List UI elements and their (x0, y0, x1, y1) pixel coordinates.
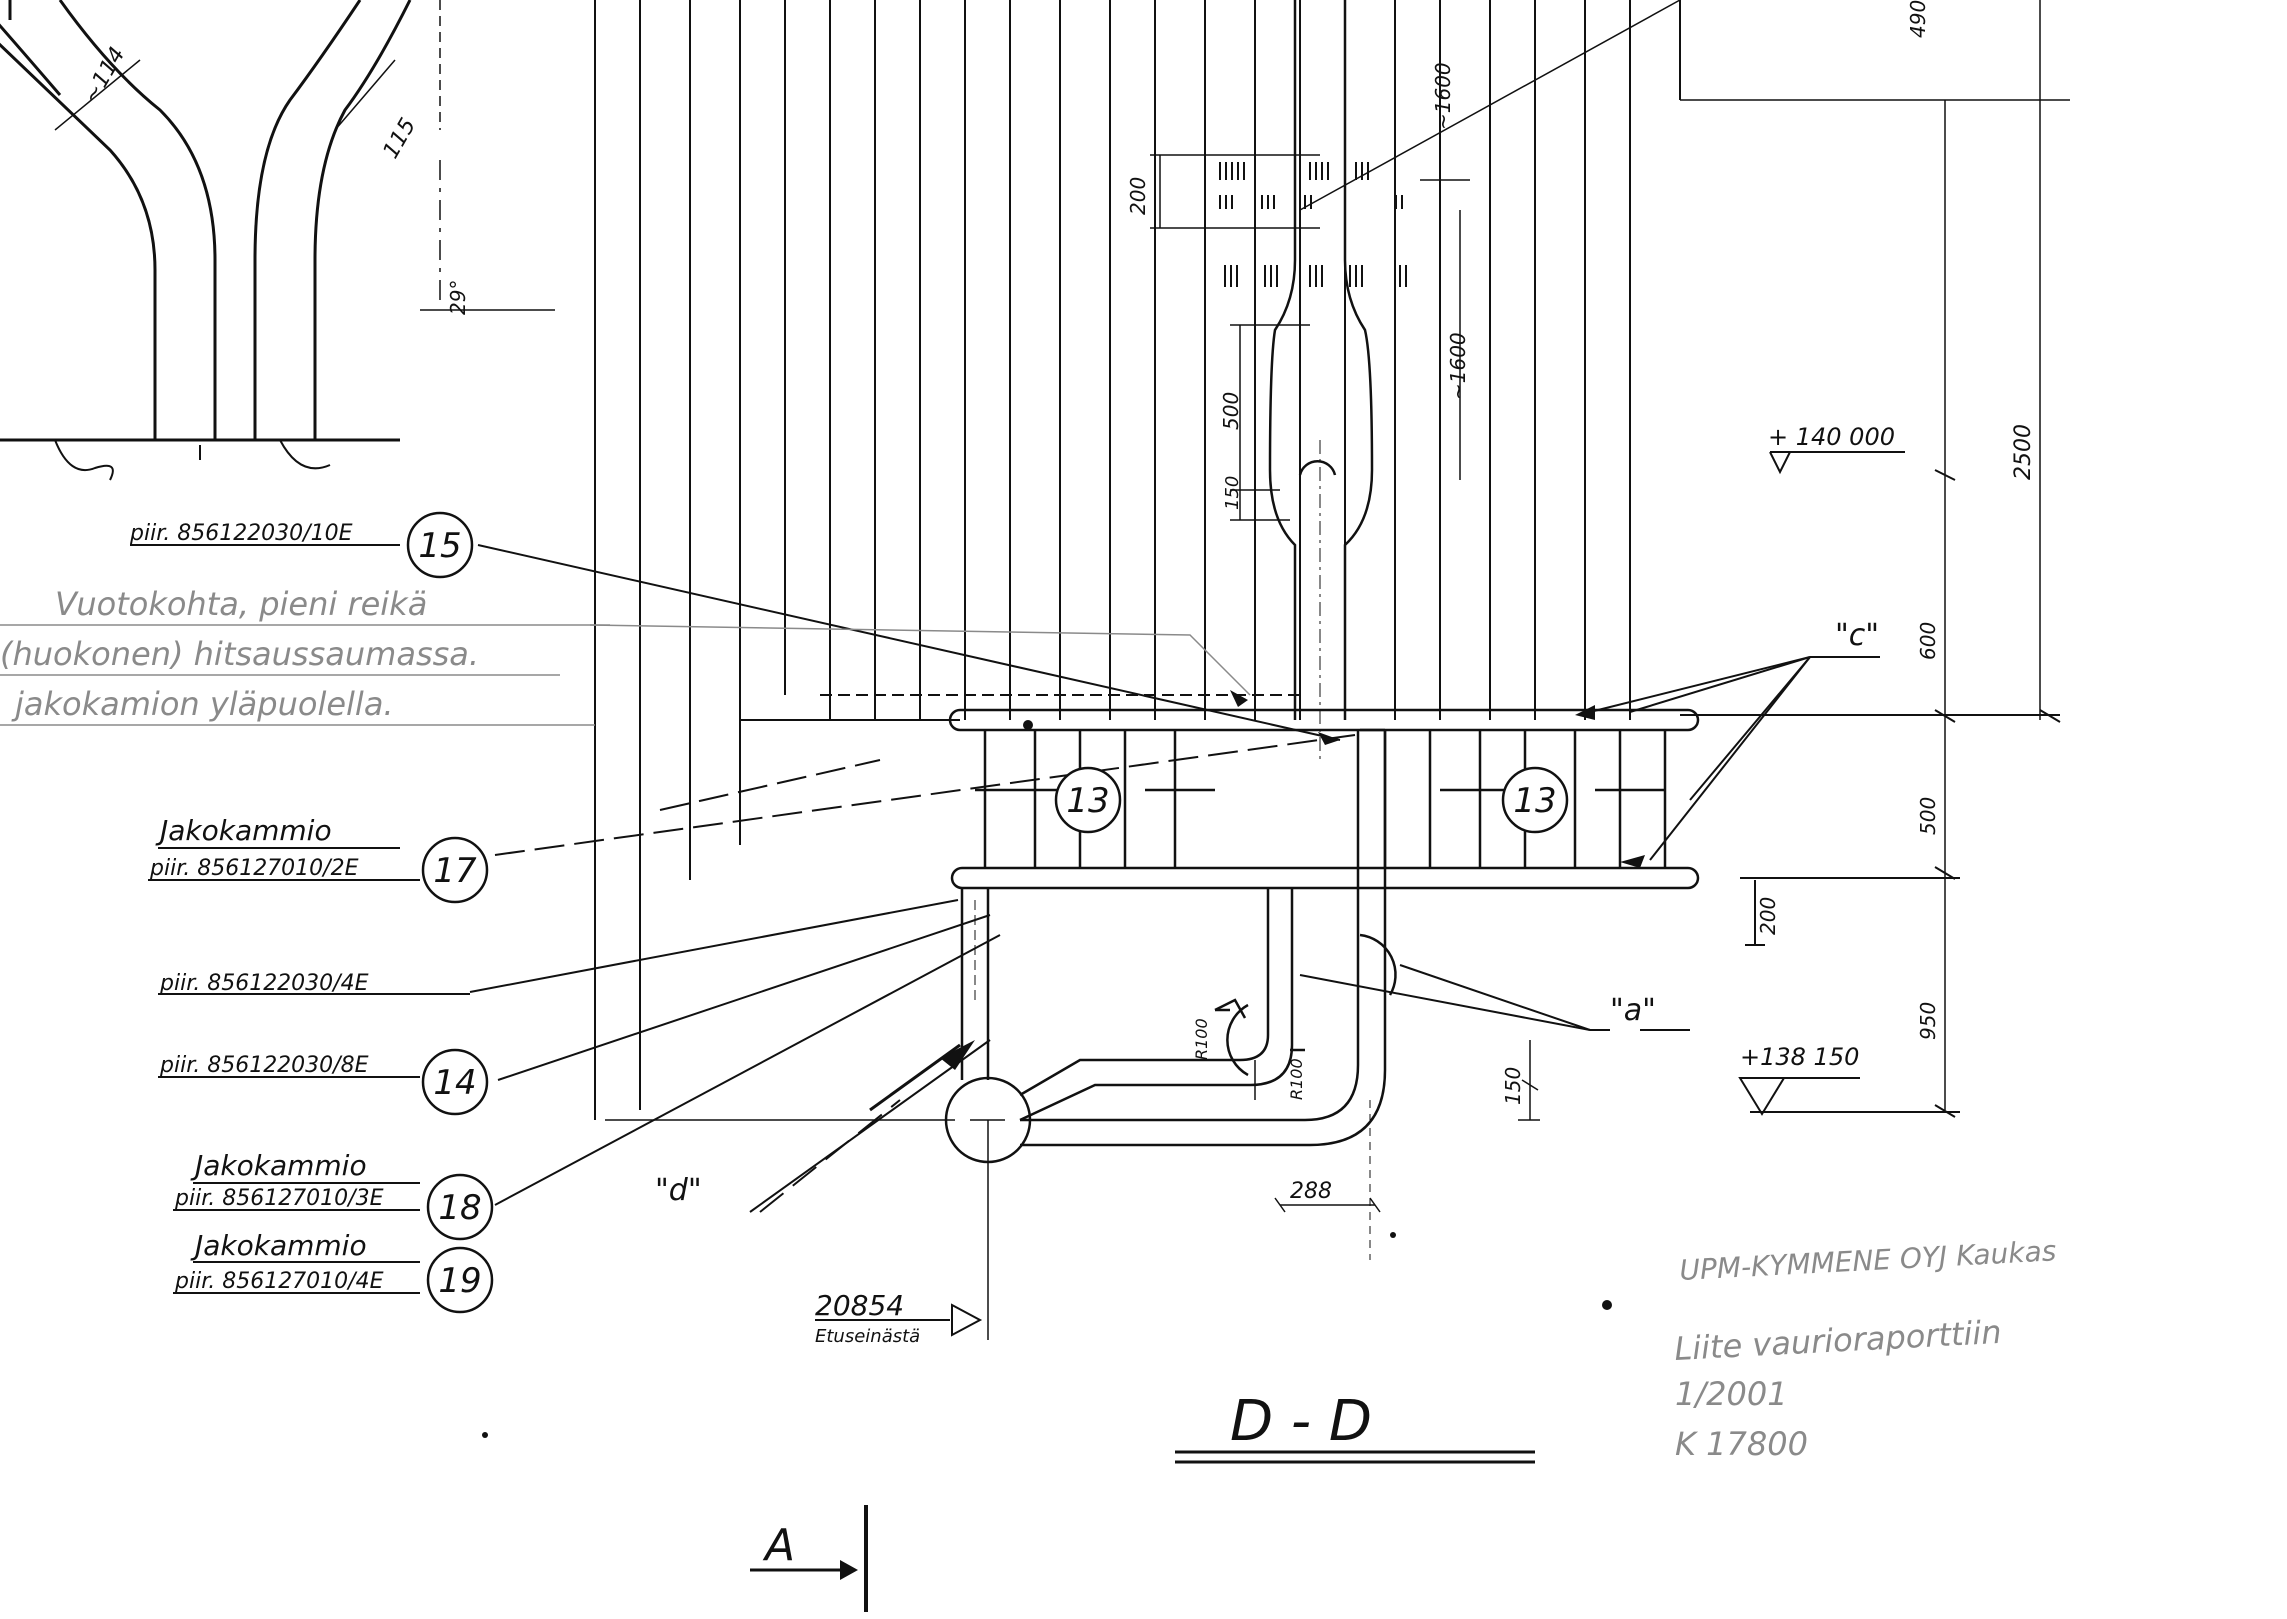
callout-17: 17 (433, 851, 477, 891)
dim-490: 490 (1906, 0, 1930, 38)
bulged-tube (1268, 0, 1374, 760)
pencil-line-3: jakokamion yläpuolella. (11, 685, 394, 723)
dim-288: 288 (1290, 1179, 1332, 1204)
detail-c: "c" (1835, 618, 1879, 653)
callout-13-left: 13 (1066, 781, 1109, 821)
report-note: UPM-KYMMENE OYJ Kaukas Liite vauriorapor… (1673, 1234, 2057, 1463)
dim-lines-bottom (605, 1040, 1540, 1213)
level-marks (1738, 451, 1905, 1116)
ref-17: piir. 856127010/2E (149, 856, 359, 881)
note-company: UPM-KYMMENE OYJ Kaukas (1679, 1234, 2057, 1287)
dim-500-right: 500 (1916, 797, 1940, 835)
detail-a: "a" (1610, 993, 1656, 1028)
radius-b: R100 (1287, 1058, 1306, 1100)
tube-panel (594, 0, 1681, 1120)
level-bottom: +138 150 (1740, 1043, 1859, 1071)
ref-18-title: Jakokammio (190, 1149, 367, 1182)
leader-lines (469, 544, 1880, 1213)
callout-19: 19 (438, 1261, 481, 1301)
detail-d: "d" (655, 1173, 702, 1208)
dim-1600-a: ~1600 (1431, 62, 1455, 130)
ref-4e: piir. 856122030/4E (159, 971, 369, 996)
ref-19-title: Jakokammio (190, 1229, 367, 1262)
radius-a: R100 (1192, 1018, 1211, 1060)
arrow-d-shaft (869, 1043, 961, 1112)
dim-150-small: 150 (1222, 476, 1243, 510)
dim-chain-right (1680, 469, 2061, 1118)
pencil-line-1: Vuotokohta, pieni reikä (55, 585, 427, 623)
riser-pipes (944, 728, 1397, 1340)
dim-lines-top (1150, 0, 2070, 1110)
dim-115: 115 (379, 114, 422, 163)
ref-15: piir. 856122030/10E (129, 521, 353, 546)
ref-18: piir. 856127010/3E (174, 1186, 384, 1211)
callout-13-right: 13 (1513, 781, 1556, 821)
pencil-line-2: (huokonen) hitsaussaumassa. (0, 635, 479, 673)
dim-200-right: 200 (1756, 897, 1780, 935)
callout-circles (406, 511, 1569, 1314)
dim-1600-b: ~1600 (1446, 332, 1470, 400)
dim-600: 600 (1916, 622, 1940, 660)
callout-14: 14 (433, 1063, 476, 1103)
note-line-4: K 17800 (1675, 1425, 1808, 1463)
distance-value: 20854 (815, 1289, 904, 1322)
arrow-heads (940, 690, 1645, 1070)
ref-17-title: Jakokammio (155, 814, 332, 847)
section-marker: A (762, 1520, 795, 1571)
dim-500: 500 (1219, 392, 1243, 430)
ref-14: piir. 856122030/8E (159, 1053, 369, 1078)
level-top: + 140 000 (1768, 423, 1895, 451)
dim-150-bottom: 150 (1501, 1067, 1525, 1105)
ref-19: piir. 856127010/4E (174, 1269, 384, 1294)
specks (482, 720, 1612, 1438)
distance-arrow (951, 1303, 983, 1337)
note-line-3: 1/2001 (1675, 1375, 1788, 1413)
section-title: D - D (1230, 1389, 1372, 1454)
dim-2500: 2500 (2011, 424, 2036, 480)
dim-950: 950 (1916, 1002, 1940, 1040)
pencil-note: Vuotokohta, pieni reikä (huokonen) hitsa… (0, 585, 1251, 726)
callout-18: 18 (438, 1188, 481, 1228)
bent-tubes (0, 0, 555, 481)
dim-29-deg: 29° (446, 280, 470, 315)
distance-note: Etuseinästä (815, 1326, 920, 1347)
dim-200-top: 200 (1126, 177, 1150, 215)
callout-15: 15 (418, 526, 461, 566)
note-line-2: Liite vaurioraporttiin (1673, 1313, 2002, 1368)
weld-marks (1219, 162, 1407, 287)
